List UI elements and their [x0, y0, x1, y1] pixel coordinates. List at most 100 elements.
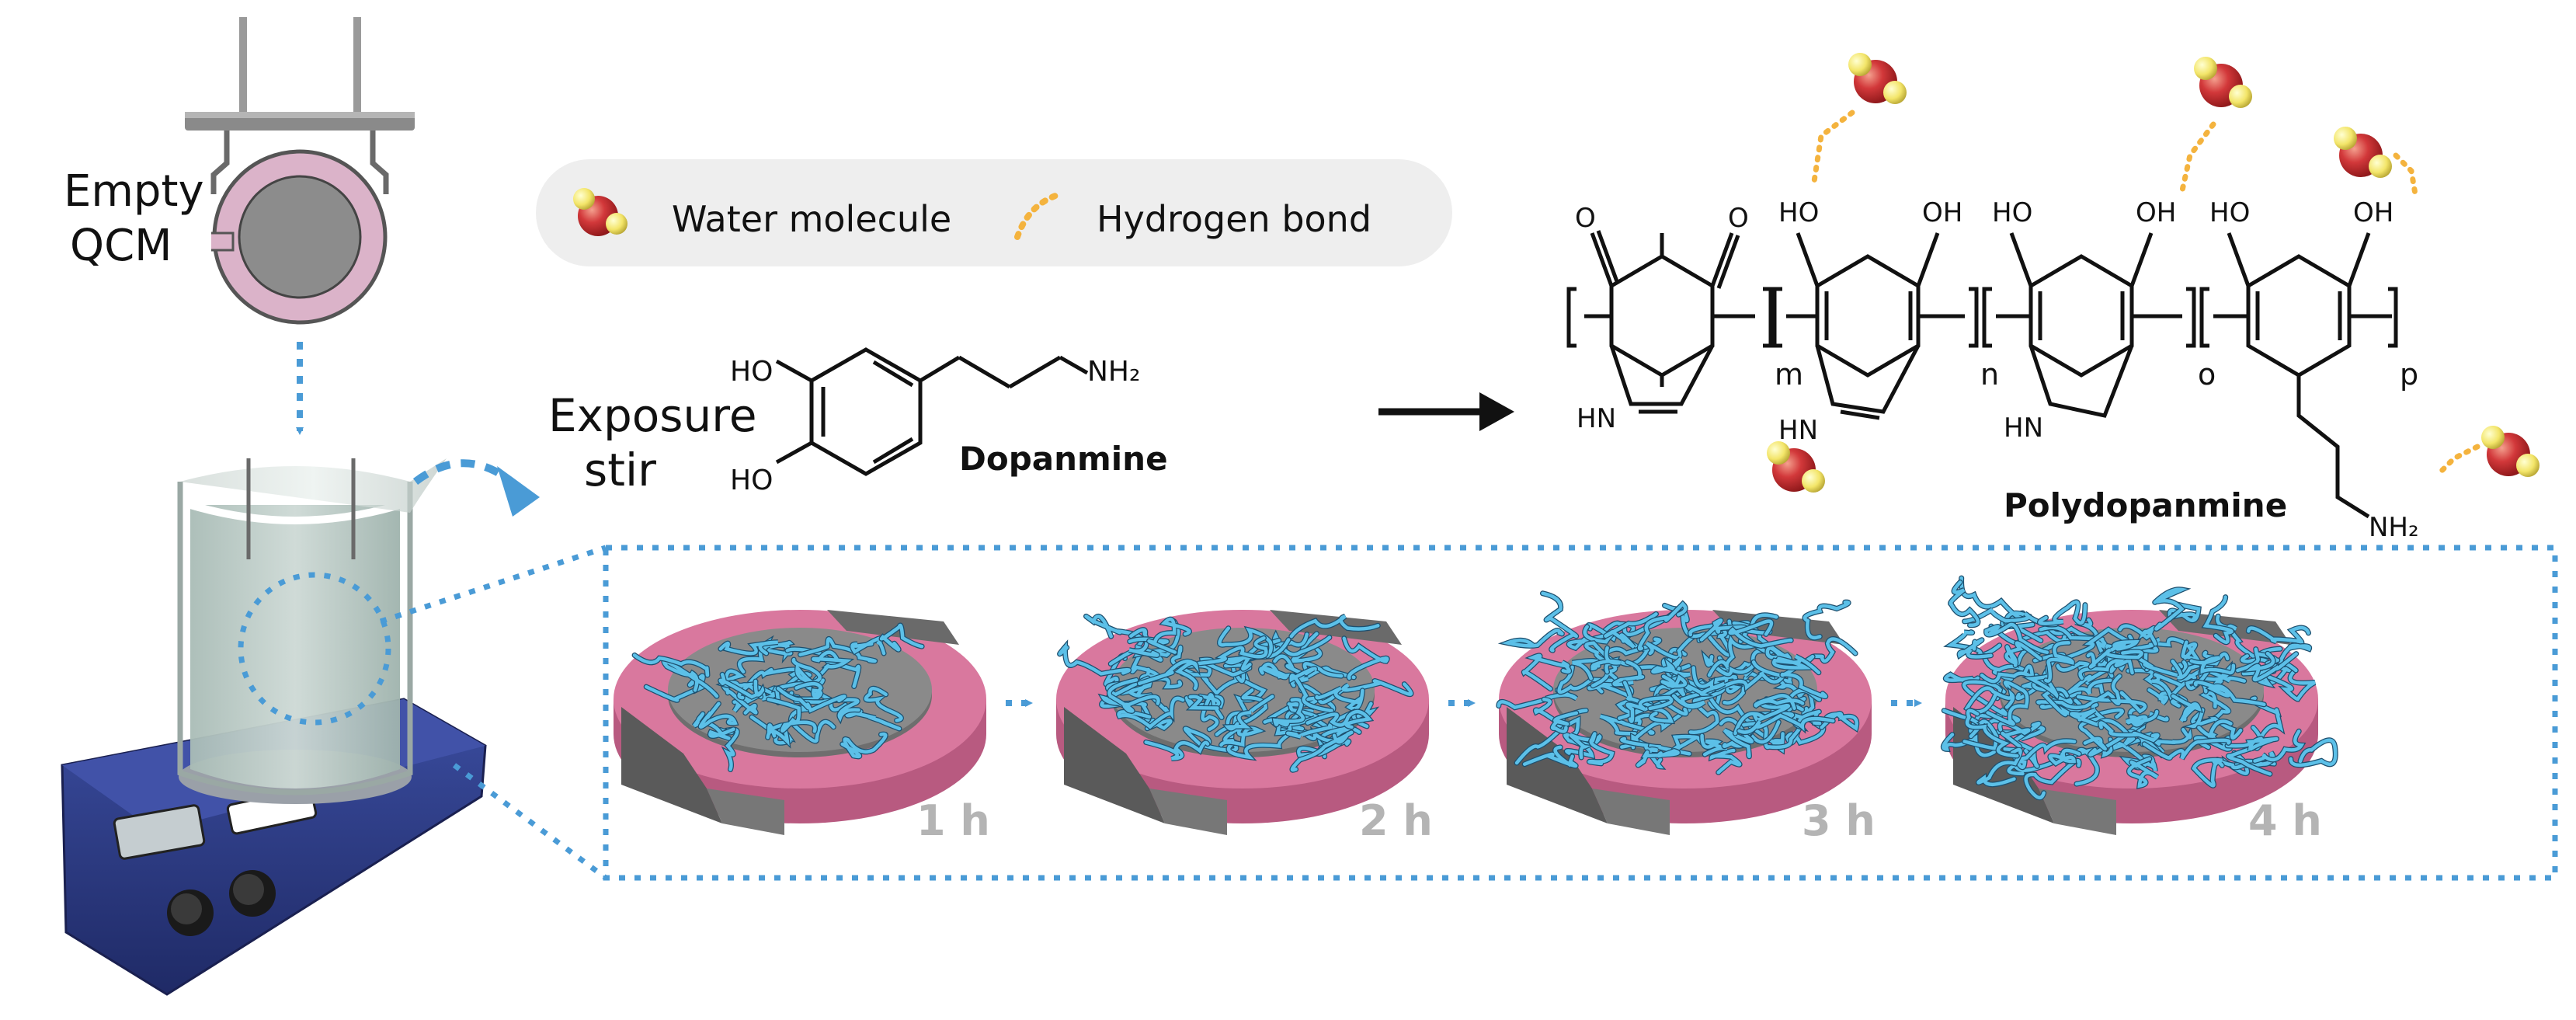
- stage-disc-2: [1056, 610, 1429, 835]
- fiber: [1980, 664, 2035, 684]
- stage-time-1: 1 h: [916, 796, 990, 845]
- fiber: [2168, 602, 2201, 622]
- fiber: [1637, 601, 1688, 651]
- water-molecules: [1767, 53, 2539, 493]
- fiber: [1986, 680, 2029, 726]
- fiber: [1144, 740, 1210, 761]
- fiber: [2070, 708, 2130, 736]
- fiber: [1984, 622, 2049, 654]
- fiber: [2142, 738, 2231, 760]
- fiber: [798, 637, 877, 663]
- fiber: [1107, 678, 1160, 713]
- fiber: [1949, 580, 1980, 627]
- fiber: [1569, 733, 1602, 760]
- fiber: [1566, 623, 1616, 650]
- water-molecule-2: [2334, 127, 2392, 178]
- pda-imine-3: HN: [2004, 413, 2043, 444]
- fiber: [1232, 688, 1267, 728]
- fiber: [1522, 745, 1578, 768]
- stage-disc-1: [614, 610, 986, 835]
- fiber: [1620, 707, 1691, 750]
- fiber: [1541, 591, 1578, 653]
- fiber: [2048, 748, 2081, 766]
- pda-p-oh: OH: [2353, 197, 2393, 228]
- fiber: [2151, 673, 2188, 701]
- pda-subscript-o: o: [2198, 357, 2216, 392]
- fiber: [1224, 695, 1274, 731]
- stage-time-3: 3 h: [1802, 796, 1876, 845]
- dopamine-ho-top: HO: [730, 356, 773, 388]
- fiber: [776, 686, 846, 713]
- fiber: [692, 712, 735, 740]
- fiber: [812, 650, 852, 682]
- dopamine-name: Dopanmine: [959, 440, 1168, 478]
- fiber: [2171, 652, 2230, 680]
- fiber: [1138, 660, 1199, 691]
- zoom-line-bottom: [452, 763, 608, 880]
- fiber: [1780, 654, 1828, 698]
- fiber: [1272, 698, 1305, 727]
- fiber: [2004, 641, 2042, 667]
- pda-amine: NH₂: [2369, 512, 2419, 543]
- hydrogen-bond-1: [2179, 121, 2216, 193]
- pda-oxygen-1: O: [1575, 203, 1596, 234]
- fiber: [2024, 759, 2081, 799]
- pda-subscript-n: n: [1980, 357, 1999, 392]
- fiber: [1650, 648, 1687, 691]
- fiber: [2127, 757, 2159, 788]
- pda-subscript-p: p: [2400, 357, 2418, 392]
- fiber: [2098, 721, 2160, 743]
- fiber: [1557, 665, 1624, 695]
- fiber: [1550, 711, 1579, 733]
- fiber: [1590, 646, 1622, 671]
- fiber: [1604, 612, 1658, 649]
- fiber: [1942, 733, 1996, 757]
- legend-water-label: Water molecule: [672, 198, 951, 240]
- fiber: [1771, 654, 1821, 675]
- fiber: [1645, 634, 1702, 660]
- fiber: [1117, 696, 1185, 729]
- fiber: [1219, 724, 1264, 747]
- fiber: [1820, 712, 1858, 732]
- fiber: [2193, 681, 2266, 707]
- pda-o-ho: HO: [1992, 197, 2032, 228]
- fiber: [2192, 757, 2224, 788]
- fiber: [1688, 623, 1733, 657]
- fiber: [1707, 635, 1757, 677]
- fiber: [2253, 729, 2305, 763]
- qcm-label-line1: Empty: [64, 166, 204, 217]
- water-molecule-0: [1848, 53, 1907, 104]
- pda-p-ho: HO: [2209, 197, 2250, 228]
- water-molecule-4: [2481, 426, 2539, 477]
- fiber: [1259, 662, 1304, 680]
- pda-subscript-m: m: [1775, 357, 1803, 392]
- fiber: [1660, 674, 1688, 688]
- process-label-line1: Exposure: [548, 389, 757, 442]
- fiber: [2245, 651, 2298, 682]
- fiber: [2126, 709, 2159, 727]
- fiber: [1754, 694, 1805, 710]
- stage-disc-4: [1940, 575, 2338, 835]
- pda-imine-1: HN: [1577, 403, 1616, 434]
- fiber: [1187, 695, 1224, 719]
- hydrogen-bond-2: [2393, 152, 2418, 197]
- fiber: [879, 623, 924, 652]
- fiber: [1198, 693, 1221, 732]
- fiber: [1290, 730, 1354, 772]
- fiber: [1272, 632, 1332, 656]
- fiber: [2202, 595, 2234, 644]
- fiber: [794, 698, 860, 722]
- fiber: [1982, 653, 2025, 681]
- fiber: [1636, 749, 1680, 768]
- fiber: [1737, 713, 1835, 734]
- dopamine-amine: NH₂: [1087, 356, 1140, 388]
- fiber: [1522, 653, 1571, 691]
- fiber: [2185, 708, 2243, 740]
- fiber: [2011, 739, 2077, 770]
- fiber: [1170, 645, 1212, 677]
- water-molecule-icon: [573, 188, 627, 236]
- fiber: [1625, 695, 1674, 723]
- fiber: [1315, 686, 1364, 711]
- fiber: [2038, 600, 2088, 625]
